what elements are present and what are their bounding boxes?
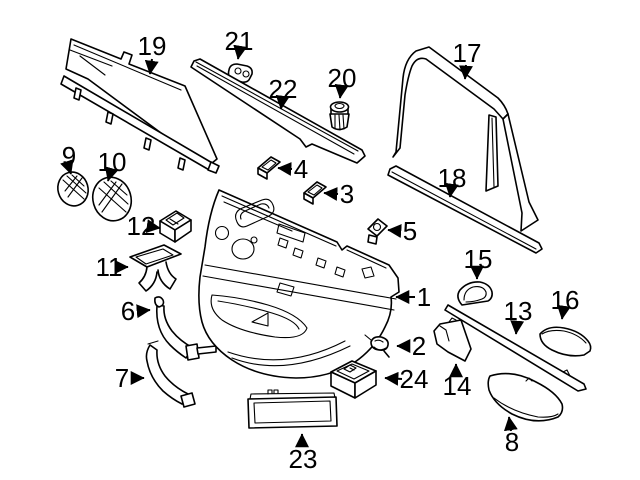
- part-13-accent-strip-drawing: [444, 304, 587, 392]
- callout-20-arrow: [334, 83, 349, 99]
- callout-15: 15: [464, 244, 493, 280]
- callout-22-arrow: [275, 94, 290, 110]
- callouts: 19 21 22 20 17 18 9 10: [60, 26, 580, 474]
- callout-10-arrow: [104, 166, 119, 182]
- part-2-clip-fastener-drawing: [364, 334, 390, 358]
- callout-16-arrow: [556, 304, 571, 320]
- callout-5: 5: [387, 216, 417, 246]
- callout-19: 19: [138, 31, 167, 75]
- callout-24-arrow: [384, 371, 403, 386]
- part-9-speaker-cover-drawing: [57, 171, 89, 207]
- part-20-plug-fastener-drawing: [329, 101, 350, 131]
- part-11-bracket-drawing: [129, 244, 182, 292]
- part-1-door-trim-panel-drawing: [198, 189, 400, 379]
- callout-8: 8: [503, 416, 519, 457]
- callout-6-number: 6: [121, 296, 135, 326]
- callout-16: 16: [551, 285, 580, 320]
- callout-4-number: 4: [294, 154, 308, 184]
- part-3-clip-drawing: [303, 181, 327, 205]
- part-5-clip-drawing: [367, 218, 388, 245]
- callout-21-number: 21: [225, 26, 254, 56]
- callout-7-number: 7: [115, 363, 129, 393]
- callout-10: 10: [98, 147, 127, 182]
- callout-23-number: 23: [289, 444, 318, 474]
- callout-13-number: 13: [504, 296, 533, 326]
- callout-7: 7: [115, 363, 145, 393]
- part-19-sunshade-drawing: [60, 38, 220, 174]
- callout-8-arrow: [503, 416, 518, 432]
- callout-8-number: 8: [505, 427, 519, 457]
- callout-18-number: 18: [438, 163, 467, 193]
- callout-14-number: 14: [443, 371, 472, 401]
- part-6-trim-gasket-drawing: [154, 296, 217, 361]
- part-16-trim-cap-drawing: [539, 326, 592, 357]
- callout-11-number: 11: [96, 252, 123, 282]
- callout-3-arrow: [323, 186, 339, 201]
- callout-6-arrow: [136, 304, 151, 319]
- part-24-window-switch-drawing: [330, 360, 377, 399]
- callout-20: 20: [328, 63, 357, 99]
- part-7-trim-gasket-drawing: [145, 340, 196, 408]
- callout-22: 22: [269, 74, 298, 110]
- callout-14: 14: [443, 363, 472, 401]
- callout-17: 17: [453, 38, 482, 80]
- callout-2: 2: [396, 331, 426, 361]
- callout-13-arrow: [510, 320, 525, 335]
- part-8-pull-handle-cover-drawing: [487, 372, 564, 422]
- callout-3: 3: [323, 179, 354, 209]
- callout-18-arrow: [444, 182, 459, 198]
- callout-4: 4: [277, 154, 308, 184]
- callout-1: 1: [395, 282, 431, 312]
- callout-12-number: 12: [127, 211, 156, 241]
- part-23-trim-tray-drawing: [247, 389, 338, 429]
- callout-4-arrow: [277, 161, 293, 176]
- callout-2-number: 2: [412, 331, 426, 361]
- callout-21: 21: [225, 26, 254, 60]
- callout-1-number: 1: [417, 282, 431, 312]
- callout-17-number: 17: [453, 38, 482, 68]
- part-15-handle-cup-drawing: [457, 281, 493, 306]
- callout-19-arrow: [144, 58, 159, 75]
- callout-19-number: 19: [138, 31, 167, 61]
- callout-16-number: 16: [551, 285, 580, 315]
- callout-24: 24: [384, 364, 429, 394]
- part-18-belt-moulding-drawing: [387, 165, 543, 254]
- callout-13: 13: [504, 296, 533, 335]
- part-14-cover-flap-drawing: [433, 317, 472, 362]
- callout-6: 6: [121, 296, 151, 326]
- callout-22-number: 22: [269, 74, 298, 104]
- callout-5-arrow: [387, 224, 402, 238]
- part-17-window-frame-seal-drawing: [392, 46, 539, 232]
- callout-3-number: 3: [340, 179, 354, 209]
- callout-5-number: 5: [403, 216, 417, 246]
- callout-17-arrow: [458, 64, 473, 80]
- callout-20-number: 20: [328, 63, 357, 93]
- callout-11: 11: [96, 252, 129, 282]
- callout-21-arrow: [233, 44, 248, 60]
- callout-10-number: 10: [98, 147, 127, 177]
- callout-18: 18: [438, 163, 467, 198]
- callout-12: 12: [127, 211, 161, 241]
- callout-9-arrow: [60, 159, 74, 175]
- callout-9: 9: [60, 141, 76, 175]
- callout-15-number: 15: [464, 244, 493, 274]
- part-4-clip-drawing: [257, 156, 281, 180]
- part-12-switch-drawing: [159, 210, 192, 243]
- callout-24-number: 24: [400, 364, 429, 394]
- callout-23: 23: [289, 433, 318, 474]
- callout-9-number: 9: [62, 141, 76, 171]
- callout-12-arrow: [145, 219, 161, 234]
